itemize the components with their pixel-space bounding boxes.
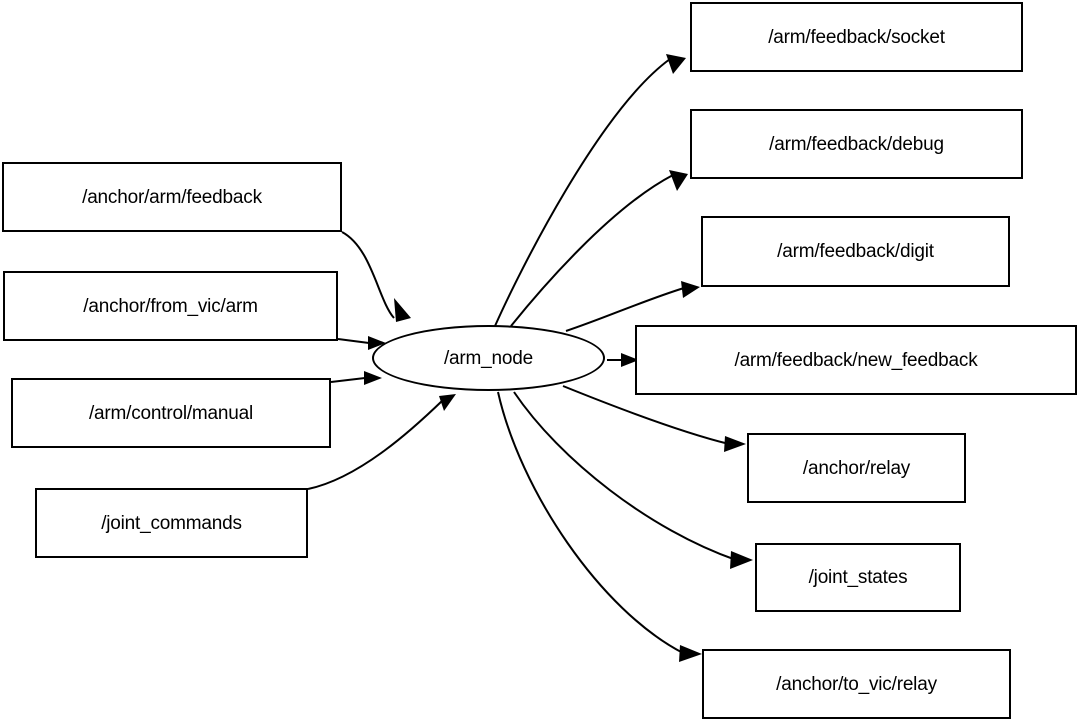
node-arm-node-label: /arm_node: [443, 347, 534, 369]
arrowhead-to-arm-node-from-feedback: [394, 298, 411, 322]
arrowhead-to-to-vic-relay: [679, 645, 702, 662]
node-anchor-to-vic-relay[interactable]: /anchor/to_vic/relay: [702, 649, 1011, 719]
node-label: /joint_states: [808, 567, 908, 588]
node-label: /anchor/from_vic/arm: [83, 295, 258, 317]
node-label: /arm/feedback/socket: [768, 26, 945, 48]
node-anchor-arm-feedback[interactable]: /anchor/arm/feedback: [2, 162, 342, 232]
arrowheads-group: [364, 54, 753, 662]
edge-out-1: [510, 174, 674, 327]
node-arm-node[interactable]: /arm_node: [372, 325, 605, 391]
node-label: /arm/feedback/digit: [777, 241, 934, 262]
arrowhead-to-arm-node-from-vic: [368, 336, 386, 350]
node-label: /arm/feedback/debug: [769, 133, 944, 155]
node-label: /joint_commands: [101, 512, 242, 534]
arrowhead-to-relay: [724, 436, 746, 452]
node-joint-commands[interactable]: /joint_commands: [35, 488, 308, 558]
arrowhead-to-arm-node-from-manual: [364, 371, 382, 385]
arrowhead-to-arm-node-from-joint-commands: [439, 394, 456, 411]
edge-in-3: [307, 399, 444, 490]
edge-in-0: [341, 231, 395, 319]
node-label: /anchor/relay: [802, 457, 911, 479]
arrowhead-to-digit: [681, 281, 700, 298]
node-label: /anchor/arm/feedback: [82, 186, 262, 208]
arrowhead-to-new-feedback: [621, 353, 639, 367]
arrowhead-to-debug: [669, 170, 688, 191]
edge-out-4: [562, 385, 730, 445]
node-arm-feedback-new-feedback[interactable]: /arm/feedback/new_feedback: [635, 325, 1077, 395]
incoming-edges-group: [307, 231, 444, 490]
edge-in-1: [337, 338, 370, 344]
node-anchor-relay[interactable]: /anchor/relay: [747, 433, 966, 503]
edge-out-2: [565, 287, 685, 332]
outgoing-edges-group: [494, 58, 737, 654]
arrowhead-to-joint-states: [730, 551, 753, 569]
node-anchor-from-vic-arm[interactable]: /anchor/from_vic/arm: [3, 271, 338, 341]
node-label: /anchor/to_vic/relay: [776, 673, 937, 695]
node-label: /arm/control/manual: [88, 402, 254, 424]
node-joint-states[interactable]: /joint_states: [755, 543, 961, 612]
node-arm-control-manual[interactable]: /arm/control/manual: [11, 378, 331, 448]
node-arm-feedback-digit[interactable]: /arm/feedback/digit: [701, 216, 1010, 287]
edge-out-0: [494, 58, 671, 327]
arrowhead-to-socket: [666, 54, 686, 74]
edge-out-6: [497, 391, 684, 654]
edge-out-5: [513, 391, 737, 561]
node-arm-feedback-debug[interactable]: /arm/feedback/debug: [690, 109, 1023, 179]
edge-in-2: [330, 377, 366, 383]
node-arm-feedback-socket[interactable]: /arm/feedback/socket: [690, 2, 1023, 72]
node-label: /arm/feedback/new_feedback: [734, 349, 978, 371]
